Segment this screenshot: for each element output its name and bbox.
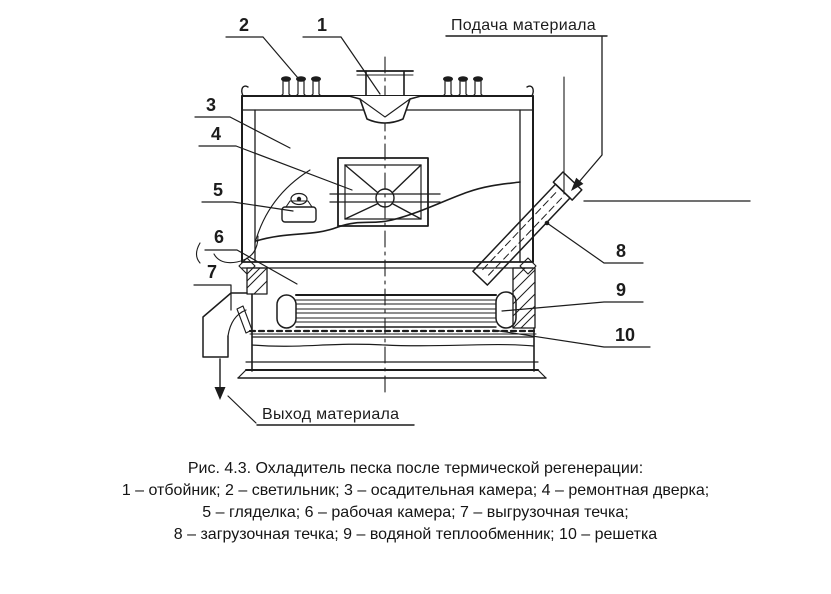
feed-label: Подача материала [451,17,596,34]
callout-7: 7 [207,262,217,282]
base [237,369,547,379]
sand-surface-line [255,181,521,242]
loading-chute [472,171,583,286]
callout-leaders [193,36,651,348]
support-column-right [512,267,536,329]
sight-glass [281,192,317,223]
heat-exchanger [276,291,517,329]
repair-door [329,157,441,227]
callout-1: 1 [317,15,327,35]
caption-legend-line3: 8 – загрузочная течка; 9 – водяной тепло… [173,526,658,543]
callout-10: 10 [615,325,635,345]
discharge-chute [202,292,253,358]
output-arrow [214,358,226,400]
caption-legend-line2: 5 – гляделка; 6 – рабочая камера; 7 – вы… [202,504,629,521]
callout-4: 4 [211,124,221,144]
grating [248,329,538,335]
callout-9: 9 [616,280,626,300]
callout-2: 2 [239,15,249,35]
callout-5: 5 [213,180,223,200]
figure-caption: Рис. 4.3. Охладитель песка после термиче… [0,458,831,546]
lower-trough [245,293,539,372]
caption-legend-line1: 1 – отбойник; 2 – светильник; 3 – осадит… [121,482,710,499]
support-column-left [246,267,268,295]
output-annotation [227,395,415,426]
door-swing-arc [195,169,311,264]
caption-title: Рис. 4.3. Охладитель песка после термиче… [187,460,644,477]
deflector [348,95,422,124]
sand-cooler-drawing: Подача материала Выход материала 1 2 3 4… [193,15,751,426]
callout-6: 6 [214,227,224,247]
lamp-cluster-left [277,76,325,97]
technical-diagram: Подача материала Выход материала 1 2 3 4… [193,15,751,426]
callout-3: 3 [206,95,216,115]
output-label: Выход материала [262,406,399,423]
callout-8: 8 [616,241,626,261]
feed-annotation [445,35,751,202]
lamp-cluster-right [439,76,487,97]
